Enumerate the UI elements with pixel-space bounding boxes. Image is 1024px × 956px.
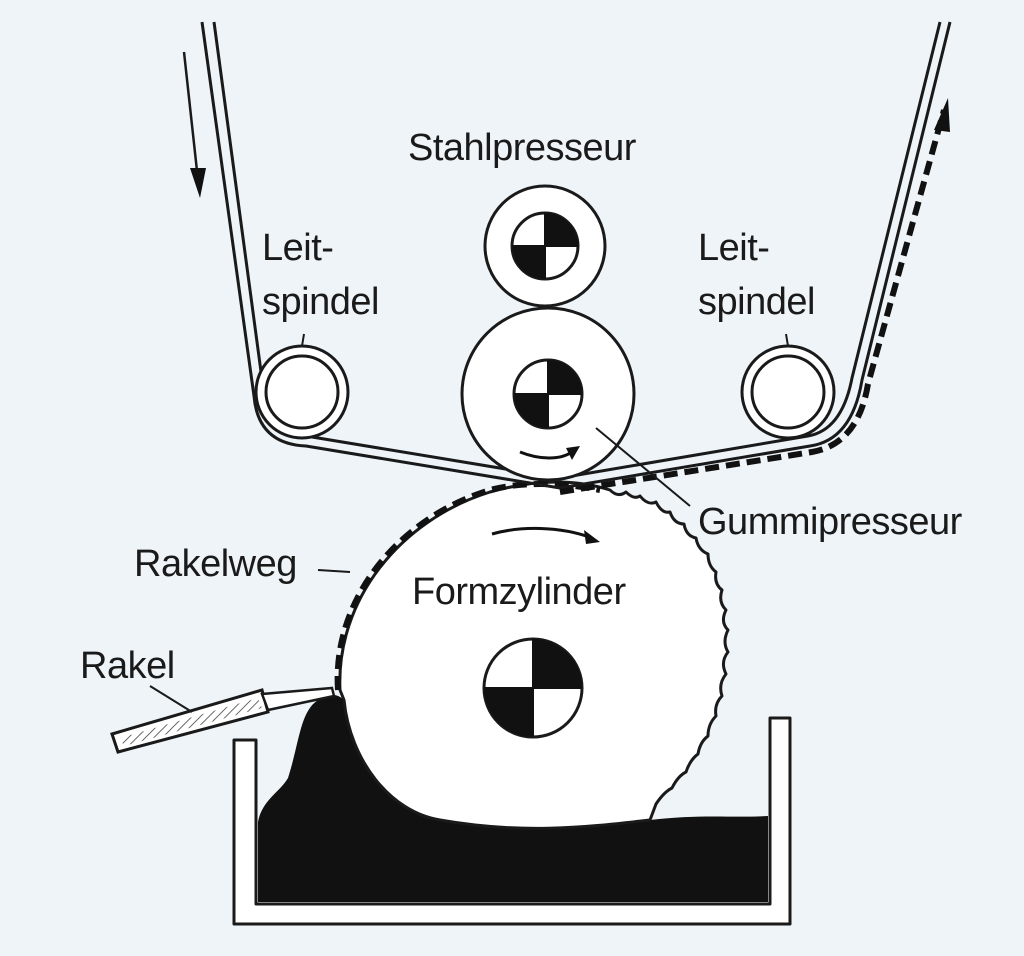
- rakel-leader-line: [149, 685, 193, 713]
- web-out-arrow-head: [934, 98, 950, 132]
- web-in-arrow-head: [190, 168, 206, 198]
- label-leitspindel-left-line2: spindel: [262, 281, 379, 323]
- label-stahlpresseur: Stahlpresseur: [408, 127, 636, 169]
- leitspindel-right-roller: [740, 344, 836, 440]
- web-in-arrow-line: [182, 51, 200, 181]
- gummipresseur-roller: [460, 306, 636, 482]
- label-rakel: Rakel: [80, 645, 175, 687]
- rakelweg-leader-line: [317, 569, 351, 573]
- label-gummipresseur: Gummipresseur: [698, 501, 962, 543]
- leitspindel-left-roller: [254, 344, 350, 440]
- formzylinder-hub: [482, 637, 584, 739]
- ink-tray: [232, 716, 792, 926]
- label-leitspindel-right-line2: spindel: [698, 281, 815, 323]
- rakelweg-dashed-path: [334, 481, 601, 691]
- rakel-blade: [110, 686, 336, 754]
- gummipresseur-leader-line: [595, 427, 691, 507]
- leitspindel-left-leader: [301, 333, 305, 347]
- formzylinder-rotation-arrow: [491, 526, 593, 540]
- gummipresseur-rotation-arrow: [519, 450, 573, 460]
- label-leitspindel-right-line1: Leit-: [698, 227, 770, 269]
- printed-web-dashed: [559, 109, 947, 495]
- label-rakelweg: Rakelweg: [134, 543, 297, 585]
- ink-pool: [258, 694, 768, 902]
- web-path-outer: [200, 21, 952, 490]
- label-leitspindel-left-line1: Leit-: [262, 227, 334, 269]
- leitspindel-right-leader: [785, 333, 789, 347]
- label-formzylinder: Formzylinder: [412, 571, 626, 613]
- stahlpresseur-roller: [483, 184, 607, 308]
